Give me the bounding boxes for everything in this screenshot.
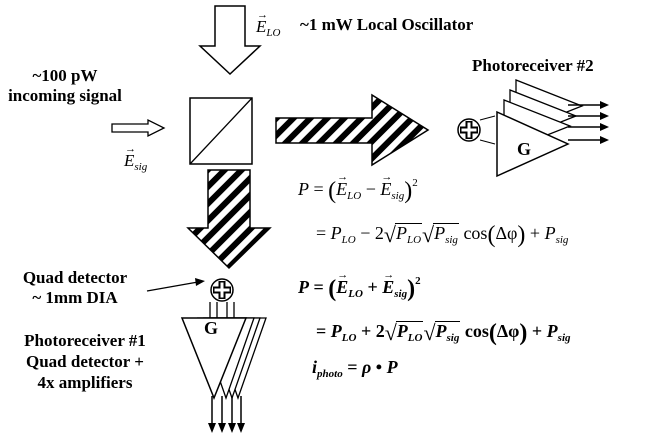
beam-to-photoreceiver-2: [275, 93, 430, 167]
equation-1: P = (ELO − Esig)2: [298, 166, 418, 203]
incoming-signal-label: ~100 pW incoming signal: [8, 66, 122, 105]
equation-2: = PLO − 2√PLO√Psig cos(Δφ) + Psig: [316, 222, 569, 248]
photoreceiver-1: [180, 302, 267, 433]
photoreceiver-2-label: Photoreceiver #2: [472, 56, 594, 75]
gain-label-photoreceiver-1: G: [204, 318, 219, 338]
equation-4: = PLO + 2√PLO√Psig cos(Δφ) + Psig: [316, 320, 571, 346]
local-oscillator-arrow: [198, 5, 262, 76]
quad-detector-1: [210, 278, 234, 302]
pointer-arrow: [146, 281, 199, 292]
photoreceiver-2: [457, 79, 609, 178]
equation-5: iphoto = ρ • P: [312, 357, 398, 380]
gain-label-photoreceiver-2: G: [517, 139, 532, 159]
beam-to-photoreceiver-1: [186, 169, 272, 270]
photoreceiver-1-label: Photoreceiver #1 Quad detector + 4x ampl…: [24, 331, 146, 392]
quad-detector-label: Quad detector ~ 1mm DIA: [22, 268, 128, 307]
incoming-signal-arrow: [111, 118, 166, 138]
beam-splitter: [189, 97, 253, 165]
local-oscillator-label: ~1 mW Local Oscillator: [300, 15, 474, 34]
e-lo-label: ELO: [256, 4, 280, 39]
equation-3: P = (ELO + Esig)2: [298, 264, 421, 301]
e-sig-label: Esig: [124, 138, 147, 173]
